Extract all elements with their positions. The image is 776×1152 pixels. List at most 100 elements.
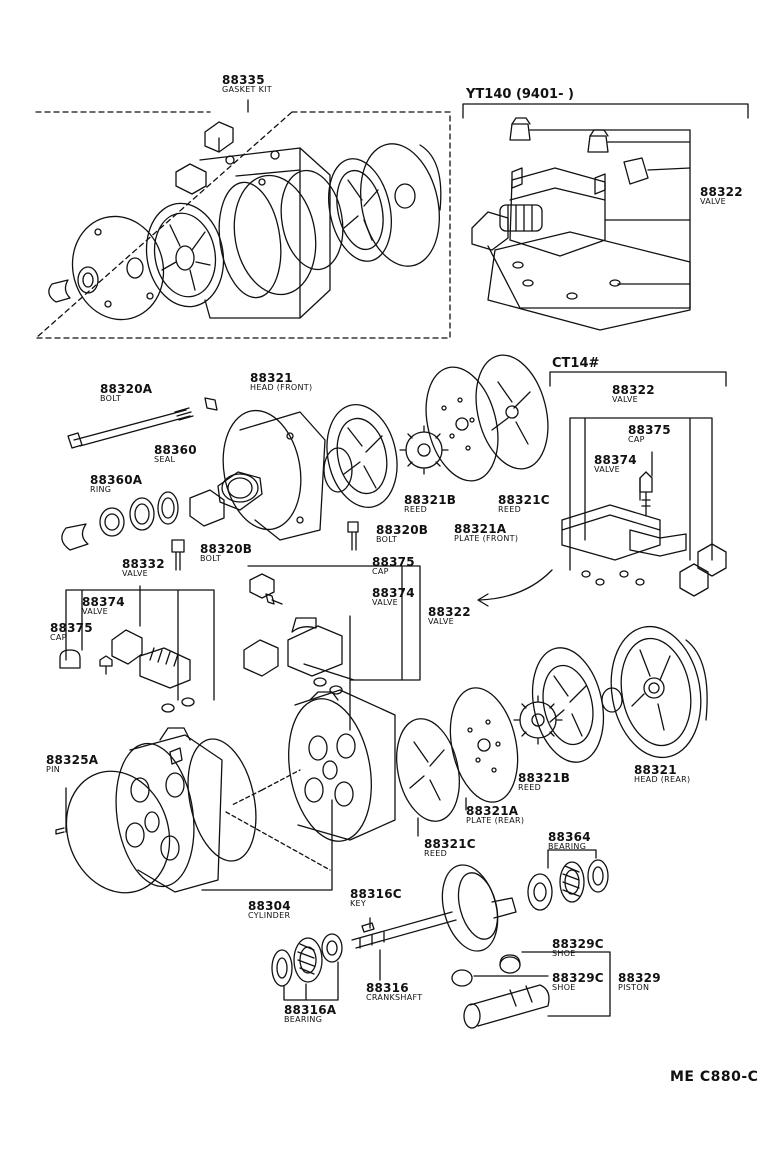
part-number: 88374 [82,595,125,609]
part-number: 88375 [50,621,93,635]
part-description: REED [498,505,522,514]
part-number: 88320A [100,382,153,396]
part-number: 88322 [428,605,471,619]
part-description: CAP [50,633,67,642]
part-description: BOLT [100,394,122,403]
part-number: 88329 [618,971,661,985]
part-number: 88321A [454,522,507,536]
part-description: HEAD (REAR) [634,775,691,784]
part-description: REED [424,849,448,858]
part-description: HEAD (FRONT) [250,383,313,392]
part-number: 88320B [200,542,253,556]
part-description: PISTON [618,983,650,992]
part-number: 88321 [250,371,293,385]
part-number: 88321A [466,804,519,818]
part-description: BOLT [200,554,222,563]
part-number: 88322 [700,185,743,199]
part-number: 88329C [552,971,604,985]
front-head-section [61,354,549,571]
part-description: SHOE [552,983,576,992]
part-number: 88364 [548,830,591,844]
part-description: GASKET KIT [222,85,272,94]
variant-label-ct14: CT14# [552,356,600,371]
part-description: CRANKSHAFT [366,993,423,1002]
part-description: PIN [46,765,61,774]
part-number: 88321C [498,493,550,507]
crankshaft-assembly [271,849,611,1029]
part-number: 88329C [552,937,604,951]
part-number: 88325A [46,753,99,767]
part-number: 88321B [518,771,571,785]
part-number: 88321 [634,763,677,777]
part-description: BEARING [548,842,587,851]
part-description: VALVE [612,395,639,404]
part-description: REED [518,783,542,792]
part-description: VALVE [428,617,455,626]
gasket-kit-assembly [48,121,442,321]
part-number: 88360 [154,443,197,457]
part-number: 88332 [122,557,165,571]
rear-head-section [396,625,708,837]
part-number: 88374 [594,453,637,467]
part-description: VALVE [122,569,149,578]
centre-valve-cluster [243,565,421,731]
part-description: BEARING [284,1015,323,1024]
part-number: 88320B [376,523,429,537]
gasket-kit-frame [35,99,451,339]
variant-label-yt140: YT140 (9401- ) [466,87,574,102]
part-number: 88335 [222,73,265,87]
part-number: 88316C [350,887,402,901]
part-number: 88322 [612,383,655,397]
part-description: REED [404,505,428,514]
ct14-valve-group [477,371,727,607]
part-description: CYLINDER [248,911,291,920]
part-description: CAP [372,567,389,576]
cylinder-assembly [55,689,396,894]
part-description: BOLT [376,535,398,544]
part-description: VALVE [594,465,621,474]
part-description: PLATE (REAR) [466,816,525,825]
part-description: VALVE [372,598,399,607]
part-description: VALVE [82,607,109,616]
part-number: 88375 [628,423,671,437]
part-description: SHOE [552,949,576,958]
part-description: CAP [628,435,645,444]
part-number: 88321B [404,493,457,507]
part-description: SEAL [154,455,176,464]
part-number: 88304 [248,899,291,913]
part-number: 88316A [284,1003,337,1017]
yt140-valve-group [462,103,749,331]
part-number: 88374 [372,586,415,600]
